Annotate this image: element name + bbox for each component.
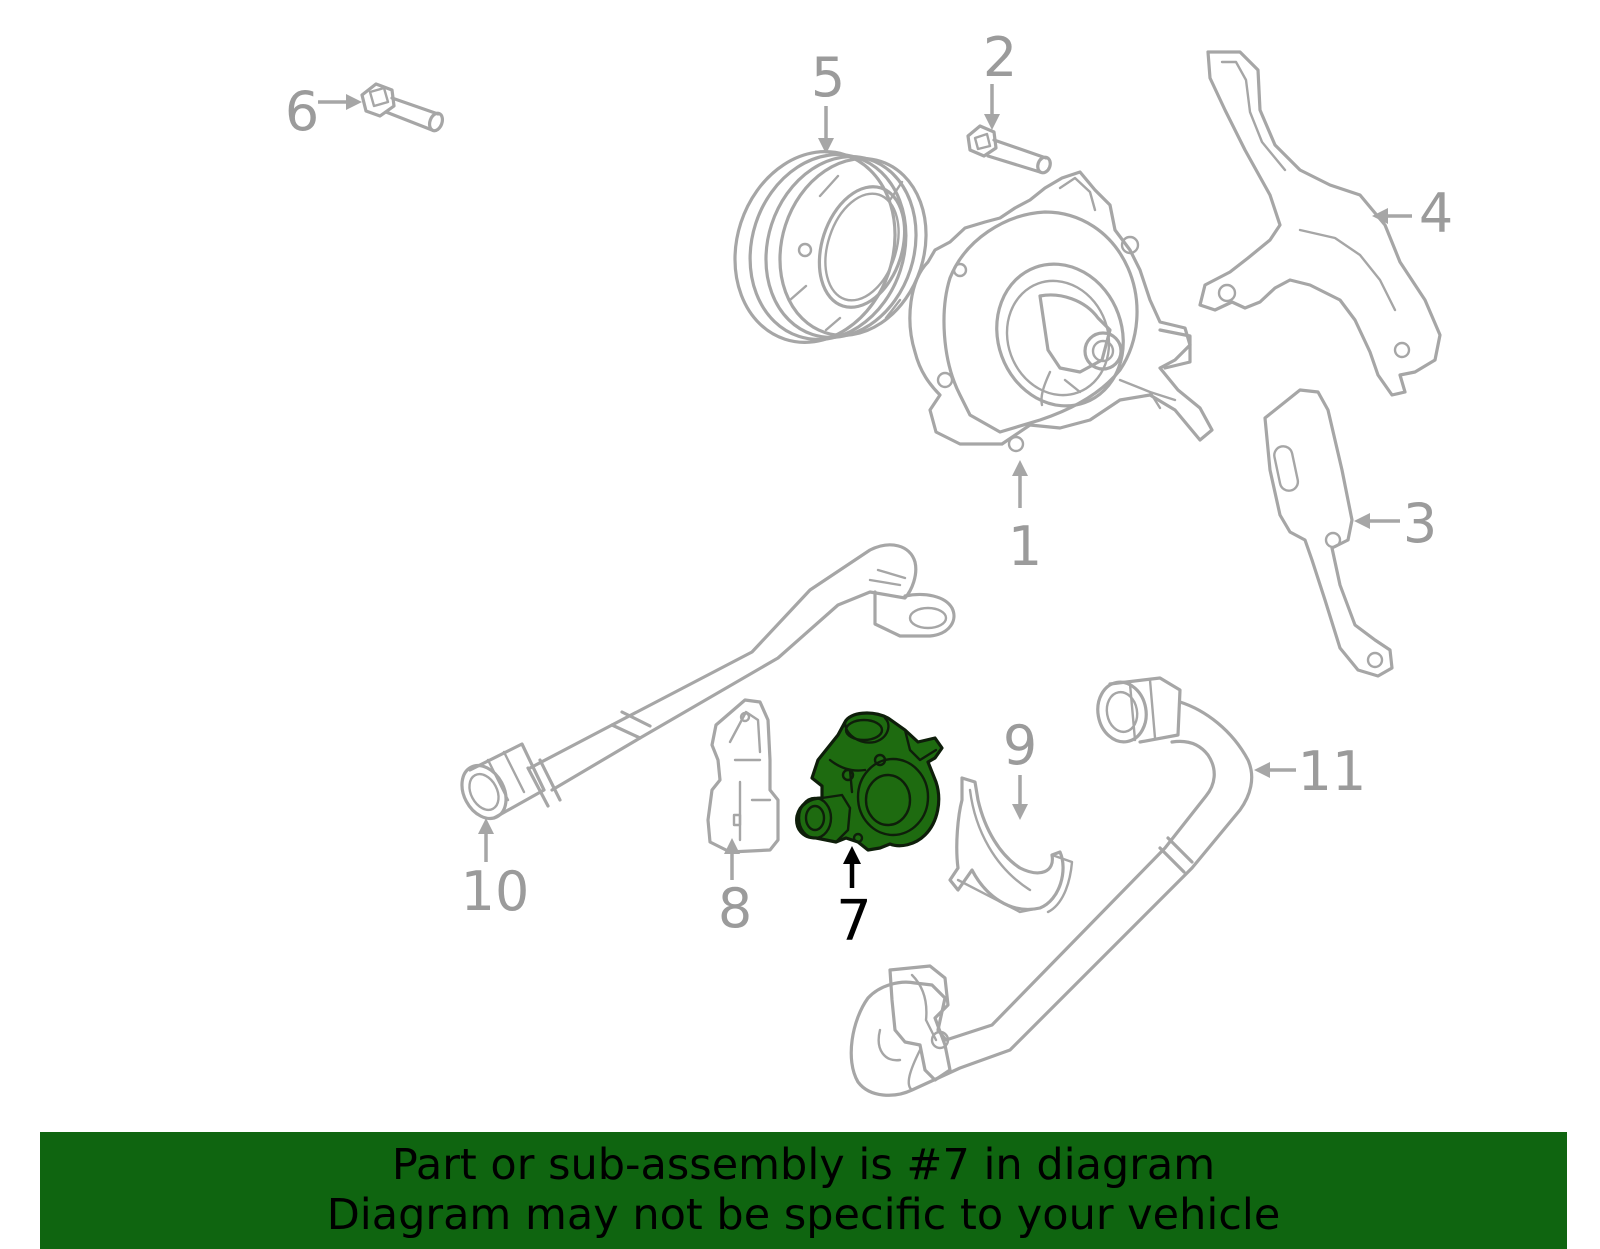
part-7-auxiliary-water-pump (795, 711, 944, 852)
callout-arrows (318, 84, 1412, 888)
info-banner: Part or sub-assembly is #7 in diagram Di… (40, 1132, 1567, 1249)
callout-2: 2 (983, 26, 1017, 89)
part-11-hose (849, 676, 1254, 1097)
banner-line-part-number: Part or sub-assembly is #7 in diagram (391, 1140, 1216, 1190)
callout-11: 11 (1298, 740, 1367, 803)
callout-10: 10 (461, 860, 530, 923)
callout-7: 7 (836, 889, 872, 954)
part-3-bracket (1263, 388, 1394, 678)
callout-9: 9 (1003, 714, 1037, 777)
part-9-clamp (948, 776, 1074, 914)
callout-4: 4 (1419, 182, 1453, 245)
callout-5: 5 (811, 46, 845, 109)
part-5-pulley (733, 150, 928, 344)
part-10-hose (460, 543, 956, 821)
callout-numbers: 1 2 3 4 5 6 7 8 9 10 11 (285, 26, 1453, 954)
part-8-bracket (706, 698, 780, 854)
part-1-water-pump-housing (908, 170, 1214, 453)
part-6-bolt (360, 82, 445, 133)
callout-8: 8 (718, 877, 752, 940)
part-2-bolt (966, 124, 1052, 175)
banner-line-disclaimer: Diagram may not be specific to your vehi… (326, 1190, 1281, 1240)
part-4-bracket (1198, 50, 1442, 397)
callout-1: 1 (1008, 515, 1042, 578)
callout-3: 3 (1403, 492, 1437, 555)
callout-6: 6 (285, 80, 319, 143)
